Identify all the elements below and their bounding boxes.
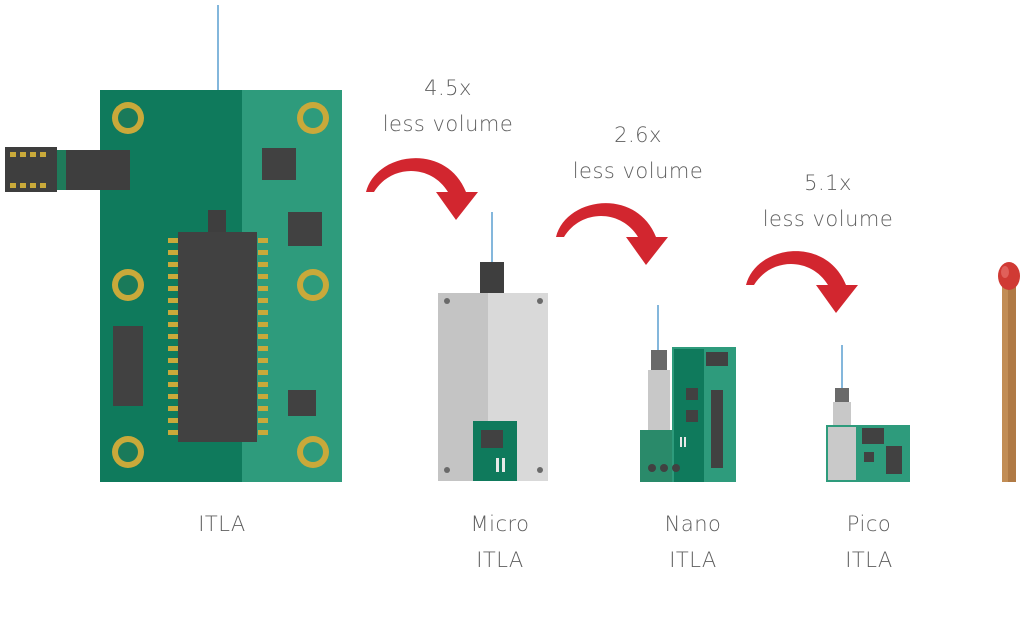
comparison-factor: 4.5x bbox=[424, 76, 472, 100]
arrow-icon bbox=[366, 158, 478, 220]
itla-module-illustration bbox=[5, 5, 342, 482]
comparison-text: less volume bbox=[572, 159, 704, 183]
module-label: ITLA bbox=[845, 548, 893, 572]
module-label: ITLA bbox=[198, 512, 246, 536]
module-label: Pico bbox=[846, 512, 892, 536]
pico-itla-module-illustration bbox=[826, 345, 910, 482]
module-label: ITLA bbox=[669, 548, 717, 572]
comparison-factor: 5.1x bbox=[804, 171, 852, 195]
arrow-icon bbox=[746, 251, 858, 313]
module-label: Nano bbox=[664, 512, 722, 536]
arrow-icon bbox=[556, 203, 668, 265]
comparison-text: less volume bbox=[762, 207, 894, 231]
comparison-text: less volume bbox=[382, 112, 514, 136]
matchstick-illustration bbox=[998, 262, 1020, 482]
micro-itla-module-illustration bbox=[438, 212, 548, 481]
module-label: ITLA bbox=[476, 548, 524, 572]
module-label: Micro bbox=[470, 512, 530, 536]
comparison-factor: 2.6x bbox=[614, 123, 662, 147]
nano-itla-module-illustration bbox=[640, 305, 736, 482]
